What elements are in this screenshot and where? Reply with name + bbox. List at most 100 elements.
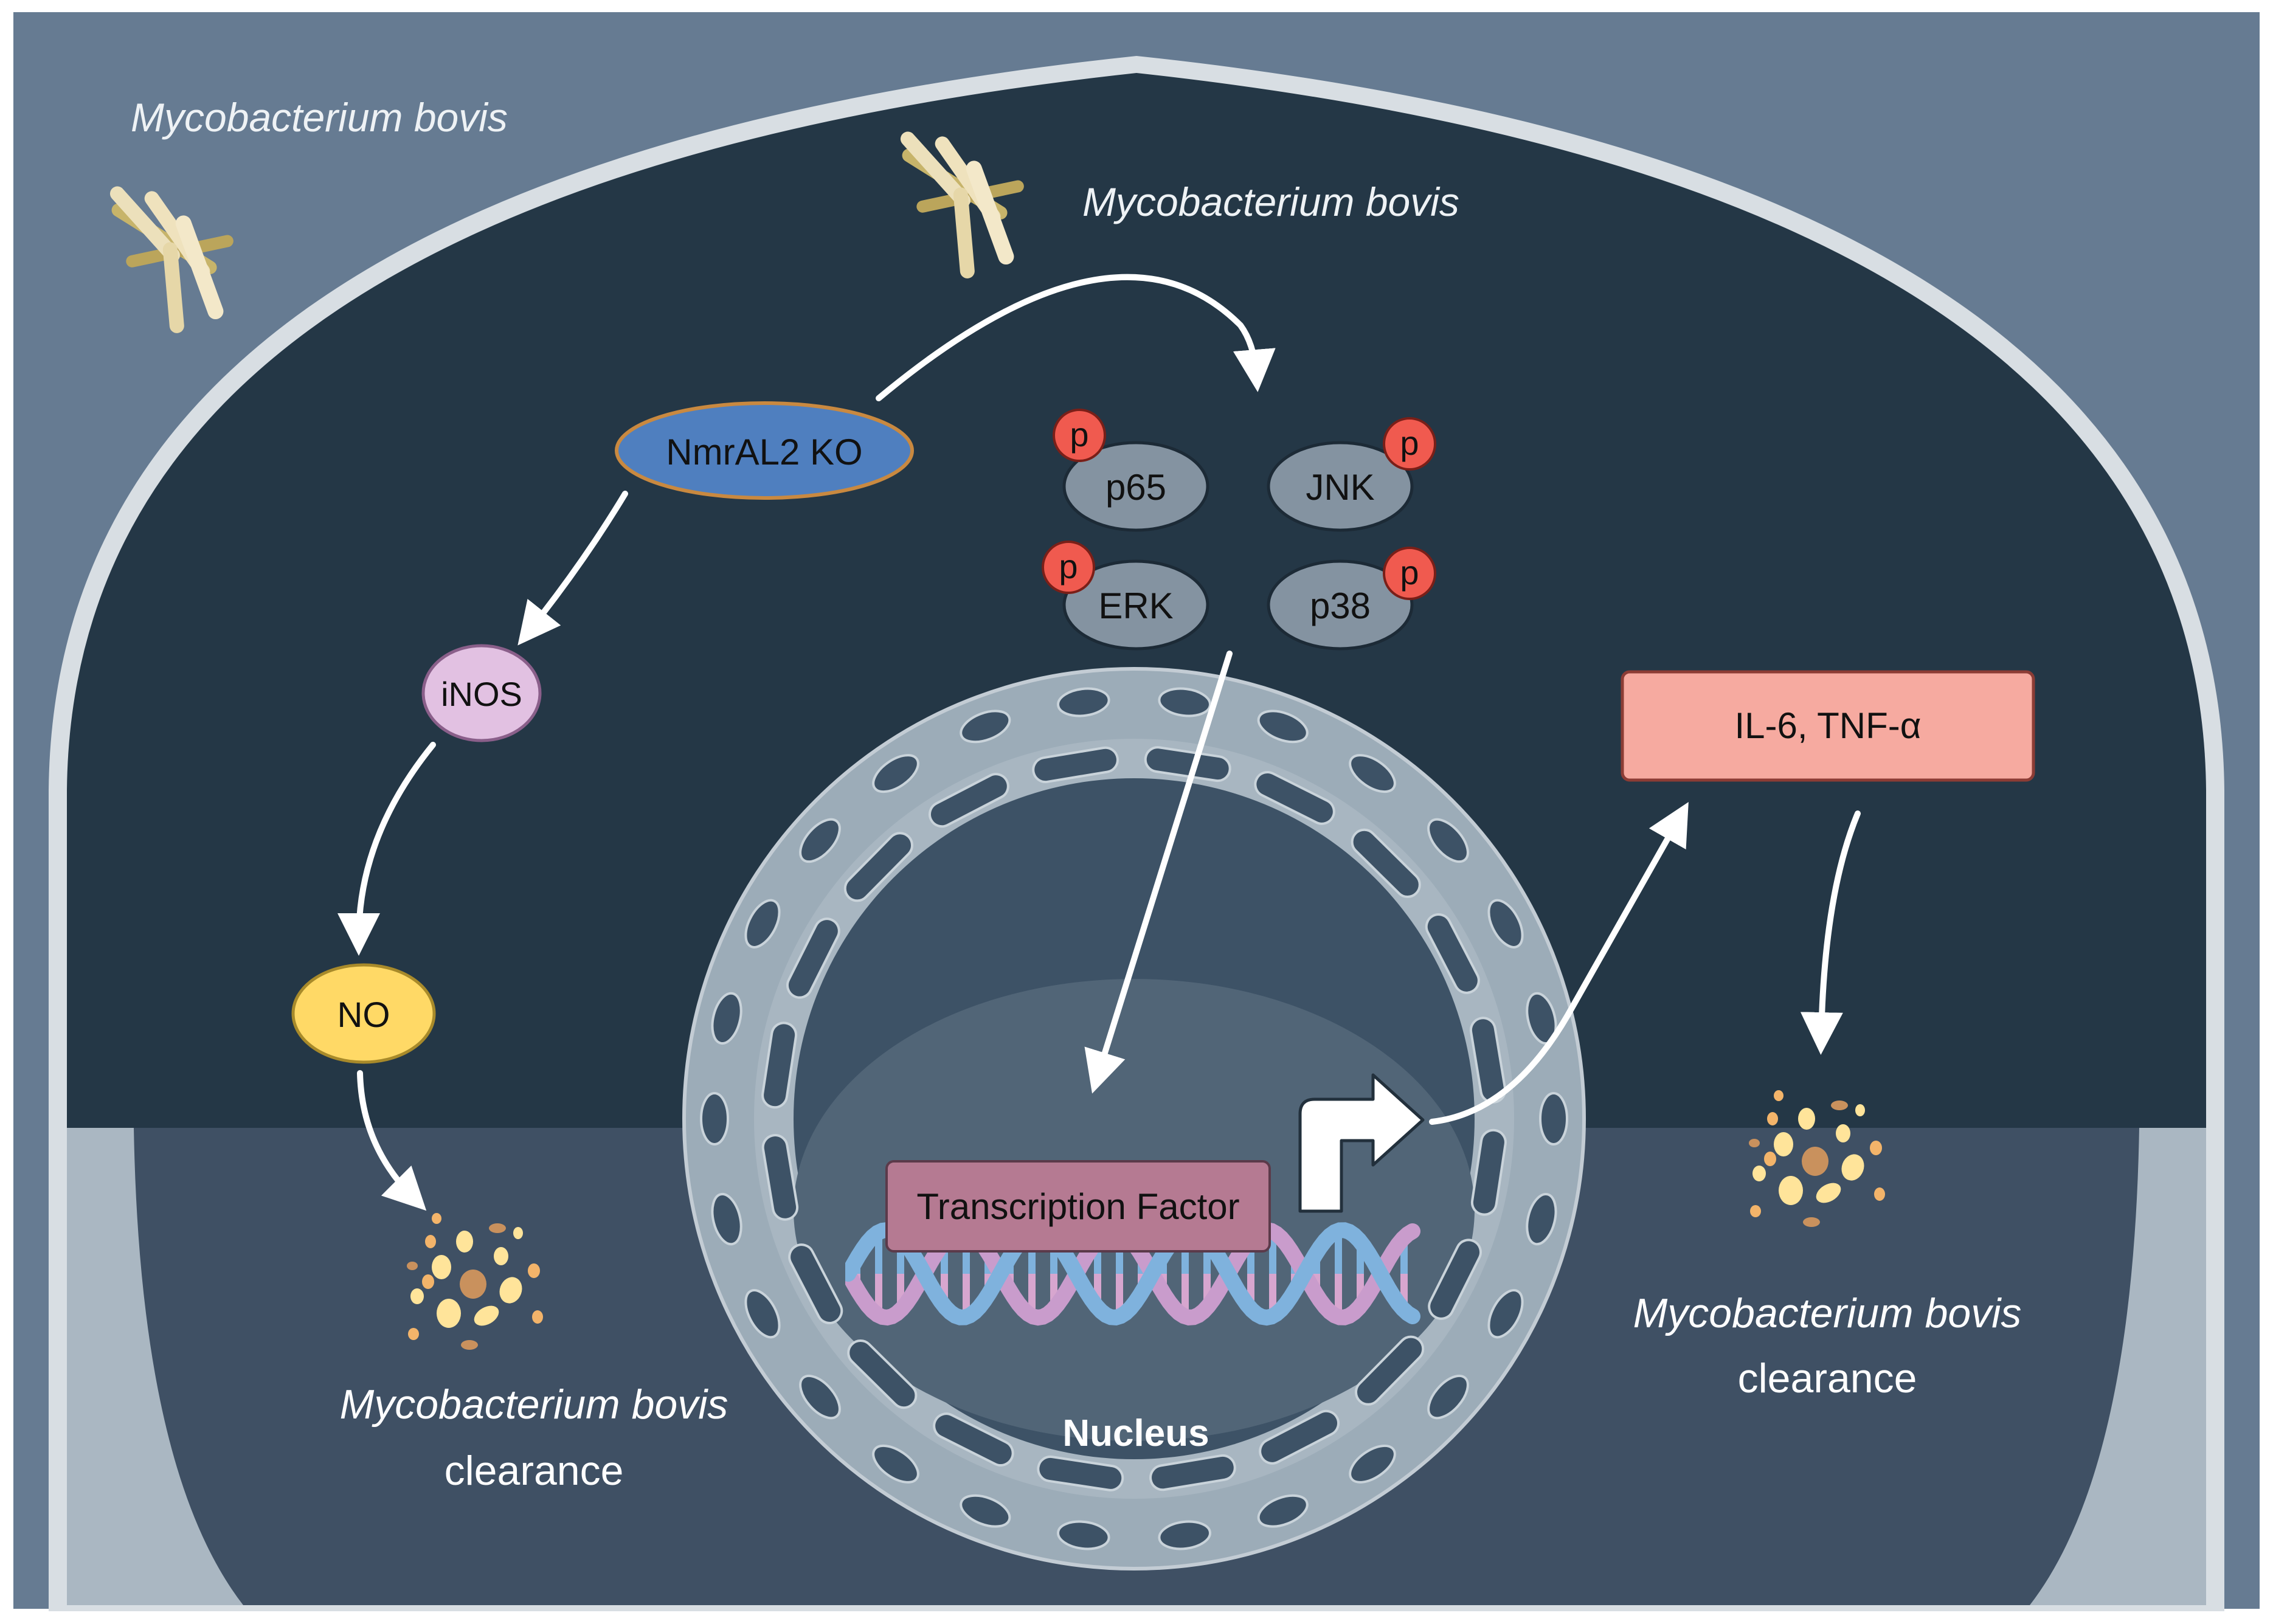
nuclear-pore	[799, 818, 841, 863]
nuclear-pore	[1057, 1520, 1110, 1550]
kinase-body-jnk	[1267, 441, 1414, 532]
nuclear-pore	[700, 1092, 729, 1145]
nuclear-pore	[711, 1192, 742, 1246]
inos-node: iNOS	[421, 644, 542, 742]
nuclear-channel	[786, 917, 840, 999]
label-cytokines: IL-6, TNF-α	[1735, 705, 1922, 746]
nuclear-pore	[1257, 710, 1309, 744]
nuclear-pore	[1257, 1494, 1309, 1528]
nuclear-channel	[1254, 771, 1335, 825]
kinase-jnk: JNK p	[1267, 417, 1436, 532]
membrane-bottom-left	[67, 1128, 243, 1605]
label-nucleus: Nucleus	[1062, 1412, 1209, 1454]
nuclear-pore	[711, 992, 742, 1045]
nuclear-channel	[1259, 1409, 1340, 1465]
arrow-nucleus-to-cytokines	[1429, 801, 1689, 1125]
kinase-label-p38: p38	[1310, 586, 1371, 626]
nuclear-pores	[700, 687, 1568, 1550]
kinase-label-p65: p65	[1105, 467, 1166, 508]
kinase-label-jnk: JNK	[1306, 467, 1374, 508]
nuclear-channel	[1144, 746, 1231, 783]
kinase-p65: p65 p	[1053, 409, 1209, 532]
label-bacteria-inside: Mycobacterium bovis	[1082, 179, 1459, 224]
nuclear-channel	[1037, 1455, 1124, 1491]
nmral2-ko-node: NmrAL2 KO	[615, 401, 914, 500]
nuclear-pore	[799, 1374, 841, 1420]
nuclear-channel	[761, 1021, 798, 1109]
kinase-p38: p38 p	[1267, 547, 1436, 651]
nuclear-channel	[843, 832, 914, 902]
label-clearance-left-line1: Mycobacterium bovis	[340, 1381, 728, 1428]
nuclear-pore	[872, 1444, 919, 1484]
nuclear-pore	[1487, 1289, 1524, 1339]
nuclear-channel	[1470, 1128, 1507, 1216]
label-clearance-left-line2: clearance	[445, 1448, 624, 1494]
label-clearance-right-line2: clearance	[1738, 1355, 1917, 1401]
nuclear-pore	[960, 1494, 1011, 1528]
dna-rung	[963, 1274, 970, 1317]
membrane-bottom-right	[2030, 1128, 2206, 1605]
nuclear-channel	[1351, 828, 1421, 899]
nuclear-pore	[1349, 754, 1396, 793]
label-knockout: NmrAL2 KO	[666, 432, 862, 472]
nuclear-pore	[1487, 899, 1524, 948]
nuclear-pore	[744, 1289, 781, 1339]
kinase-body-p65	[1062, 441, 1209, 532]
arrow-ko-to-inos	[517, 491, 628, 646]
phospho-badge-erk	[1042, 541, 1095, 594]
nuclear-pore	[1526, 1192, 1557, 1246]
phospho-label-p38: p	[1400, 553, 1419, 592]
nuclear-channel	[1469, 1017, 1507, 1104]
arrow-cytokines-to-clearance	[1800, 810, 1861, 1055]
dna-rung	[1335, 1274, 1342, 1317]
phospho-label-p65: p	[1070, 415, 1088, 454]
dna-rung	[1335, 1231, 1342, 1274]
nuclear-pore	[872, 754, 919, 793]
label-bacteria-outside: Mycobacterium bovis	[131, 95, 508, 140]
nuclear-channel	[1149, 1454, 1236, 1491]
label-transcription-factor: Transcription Factor	[916, 1186, 1239, 1227]
label-inos: iNOS	[441, 675, 522, 713]
nuclear-pore	[960, 710, 1011, 744]
cytokine-box: IL-6, TNF-α	[1621, 670, 2035, 782]
nuclear-channel	[1354, 1335, 1425, 1406]
kinase-body-p38	[1267, 559, 1414, 651]
nuclear-pore	[1158, 1520, 1211, 1550]
nuclear-channel	[761, 1134, 799, 1221]
dna-rung	[1116, 1274, 1123, 1317]
arrow-ko-to-kinases	[876, 274, 1276, 401]
kinase-label-erk: ERK	[1098, 586, 1173, 626]
phospho-label-jnk: p	[1400, 424, 1419, 462]
phospho-badge-p65	[1053, 409, 1106, 462]
nuclear-channel	[1032, 746, 1119, 784]
nuclear-channel	[847, 1339, 918, 1409]
phospho-badge-p38	[1383, 547, 1436, 600]
transcription-start-arrow	[1298, 1073, 1425, 1213]
kinase-body-erk	[1062, 559, 1209, 651]
nuclear-channel	[788, 1243, 843, 1324]
nuclear-channel	[1425, 913, 1480, 994]
arrow-no-to-clearance	[357, 1070, 427, 1211]
arrow-kinases-to-nucleus	[1084, 651, 1233, 1094]
nuclear-pore	[1349, 1444, 1396, 1484]
transcription-factor: Transcription Factor	[885, 1160, 1271, 1253]
label-no: NO	[337, 995, 390, 1035]
nuclear-pore	[1427, 818, 1469, 863]
no-node: NO	[291, 963, 436, 1064]
nuclear-pore	[744, 899, 781, 948]
kinase-erk: ERK p	[1042, 541, 1209, 651]
nuclear-pore	[1057, 687, 1110, 717]
pathway-arrows	[337, 274, 1861, 1211]
nuclear-pore	[1427, 1374, 1469, 1420]
nuclear-channel	[929, 773, 1009, 828]
dna-rung	[1181, 1274, 1189, 1317]
nuclear-channel	[1428, 1239, 1482, 1320]
phospho-badge-jnk	[1383, 417, 1436, 471]
label-clearance-right-line1: Mycobacterium bovis	[1633, 1290, 2022, 1336]
nuclear-pore	[1158, 687, 1211, 717]
phospho-label-erk: p	[1059, 547, 1078, 586]
nuclear-channel	[933, 1412, 1014, 1467]
